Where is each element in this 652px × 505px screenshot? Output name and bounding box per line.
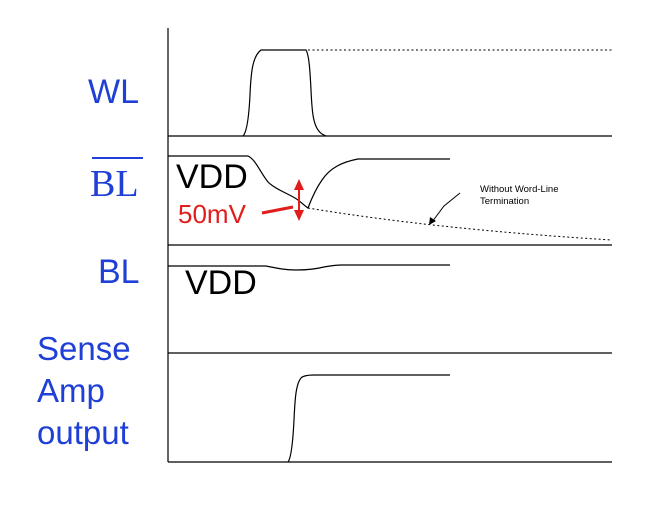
sense-amp-waveform bbox=[287, 374, 450, 463]
bl-waveform bbox=[168, 264, 450, 271]
wl-label: WL bbox=[88, 73, 139, 111]
bl-bar-overline bbox=[92, 157, 143, 159]
vdd-bl-bar-label: VDD bbox=[176, 158, 248, 196]
vdd-bl-label: VDD bbox=[185, 264, 257, 302]
sense-label-line2: Amp bbox=[37, 372, 105, 409]
bl-bar-label: BL bbox=[90, 165, 139, 203]
differential-label: 50mV bbox=[178, 199, 246, 229]
sense-label-line1: Sense bbox=[37, 330, 131, 367]
wl-waveform bbox=[242, 49, 327, 137]
termination-leader bbox=[431, 192, 461, 223]
sense-label-line3: output bbox=[37, 414, 129, 451]
termination-note-line1: Without Word-Line bbox=[480, 184, 559, 195]
differential-pointer-line bbox=[261, 205, 294, 215]
differential-arrow-up bbox=[294, 179, 304, 190]
bl-bar-dotted-decay bbox=[307, 207, 613, 241]
bl-label: BL bbox=[98, 253, 140, 291]
bl-bar-waveform bbox=[168, 155, 450, 209]
termination-note-line2: Termination bbox=[480, 196, 530, 207]
differential-arrow-down bbox=[294, 210, 304, 221]
bl-bar-label-text: BL bbox=[90, 163, 139, 205]
termination-leader-arrow bbox=[429, 217, 436, 225]
